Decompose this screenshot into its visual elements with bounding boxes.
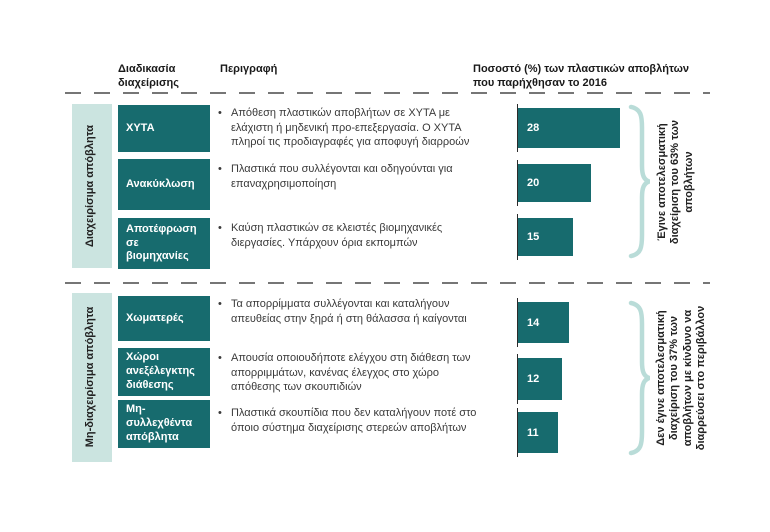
bullet-glyph: • xyxy=(218,352,222,364)
bar-value-label: 20 xyxy=(527,177,540,189)
brace-note-managed: Έγινε αποτελεσματική διαχείριση του 63% … xyxy=(656,119,695,245)
bar-value-label: 14 xyxy=(527,316,540,329)
curly-brace-managed xyxy=(628,104,650,259)
curly-brace-unmanaged xyxy=(628,300,650,456)
brace-note-unmanaged: Δεν έγινε αποτελεσματική διαχείριση του … xyxy=(655,305,708,451)
bar-axis-tick xyxy=(517,104,518,152)
description-text: Τα απορρίμματα συλλέγονται και καταλήγου… xyxy=(231,298,467,325)
description-row: • Απουσία οποιουδήποτε ελέγχου στη διάθε… xyxy=(218,351,478,395)
bar-value-label: 12 xyxy=(527,373,540,385)
header-divider-dashed xyxy=(65,92,710,94)
bullet-glyph: • xyxy=(218,222,222,234)
bullet-glyph: • xyxy=(218,163,222,175)
process-box-uncollected: Μη-συλλεχθέντα απόβλητα xyxy=(118,400,210,448)
bar-value-label: 11 xyxy=(527,426,539,439)
section-divider-dashed xyxy=(65,282,710,284)
bar-recycling: 20 xyxy=(518,164,591,202)
process-box-xyta: ΧΥΤΑ xyxy=(118,105,210,152)
bar-uncontrolled-disposal: 12 xyxy=(518,358,562,400)
description-text: Απουσία οποιουδήποτε ελέγχου στη διάθεση… xyxy=(231,352,471,394)
side-label-managed: Διαχειρίσιμα απόβλητα xyxy=(84,124,96,248)
bar-value-label: 15 xyxy=(527,231,540,243)
description-text: Πλαστικά σκουπίδια που δεν καταλήγουν πο… xyxy=(231,407,477,434)
bar-axis-tick xyxy=(517,160,518,206)
bullet-glyph: • xyxy=(218,298,222,310)
bar-value-label: 28 xyxy=(527,122,540,134)
description-row: • Τα απορρίμματα συλλέγονται και καταλήγ… xyxy=(218,297,478,326)
bar-incineration: 15 xyxy=(518,218,573,256)
process-box-dumps: Χωματερές xyxy=(118,296,210,341)
description-row: • Καύση πλαστικών σε κλειστές βιομηχανικ… xyxy=(218,221,478,250)
column-header-process: Διαδικασία διαχείρισης xyxy=(118,63,179,90)
process-box-incineration: Αποτέφρωση σε βιομηχανίες xyxy=(118,218,210,269)
bar-axis-tick xyxy=(517,408,518,457)
bullet-glyph: • xyxy=(218,107,222,119)
description-text: Πλαστικά που συλλέγονται και οδηγούνται … xyxy=(231,163,453,190)
bar-xyta: 28 xyxy=(518,108,620,148)
side-band-managed xyxy=(72,104,112,268)
bar-dumps: 14 xyxy=(518,302,569,343)
description-text: Απόθεση πλαστικών αποβλήτων σε ΧΥΤΑ με ε… xyxy=(231,107,470,149)
bar-axis-tick xyxy=(517,354,518,404)
bullet-glyph: • xyxy=(218,407,222,419)
description-row: • Απόθεση πλαστικών αποβλήτων σε ΧΥΤΑ με… xyxy=(218,106,478,150)
column-header-percent: Ποσοστό (%) των πλαστικών αποβλήτων που … xyxy=(473,63,689,90)
description-row: • Πλαστικά σκουπίδια που δεν καταλήγουν … xyxy=(218,406,478,435)
column-header-description: Περιγραφή xyxy=(220,63,278,75)
bar-axis-tick xyxy=(517,214,518,260)
process-box-recycling: Ανακύκλωση xyxy=(118,159,210,210)
bar-axis-tick xyxy=(517,298,518,347)
side-label-unmanaged: Μη-διαχειρίσιμα απόβλητα xyxy=(84,306,96,448)
side-band-unmanaged xyxy=(72,293,112,462)
description-row: • Πλαστικά που συλλέγονται και οδηγούντα… xyxy=(218,162,478,191)
description-text: Καύση πλαστικών σε κλειστές βιομηχανικές… xyxy=(231,222,443,249)
process-box-uncontrolled-disposal: Χώροι ανεξέλεγκτης διάθεσης xyxy=(118,348,210,396)
bar-uncollected: 11 xyxy=(518,412,558,453)
